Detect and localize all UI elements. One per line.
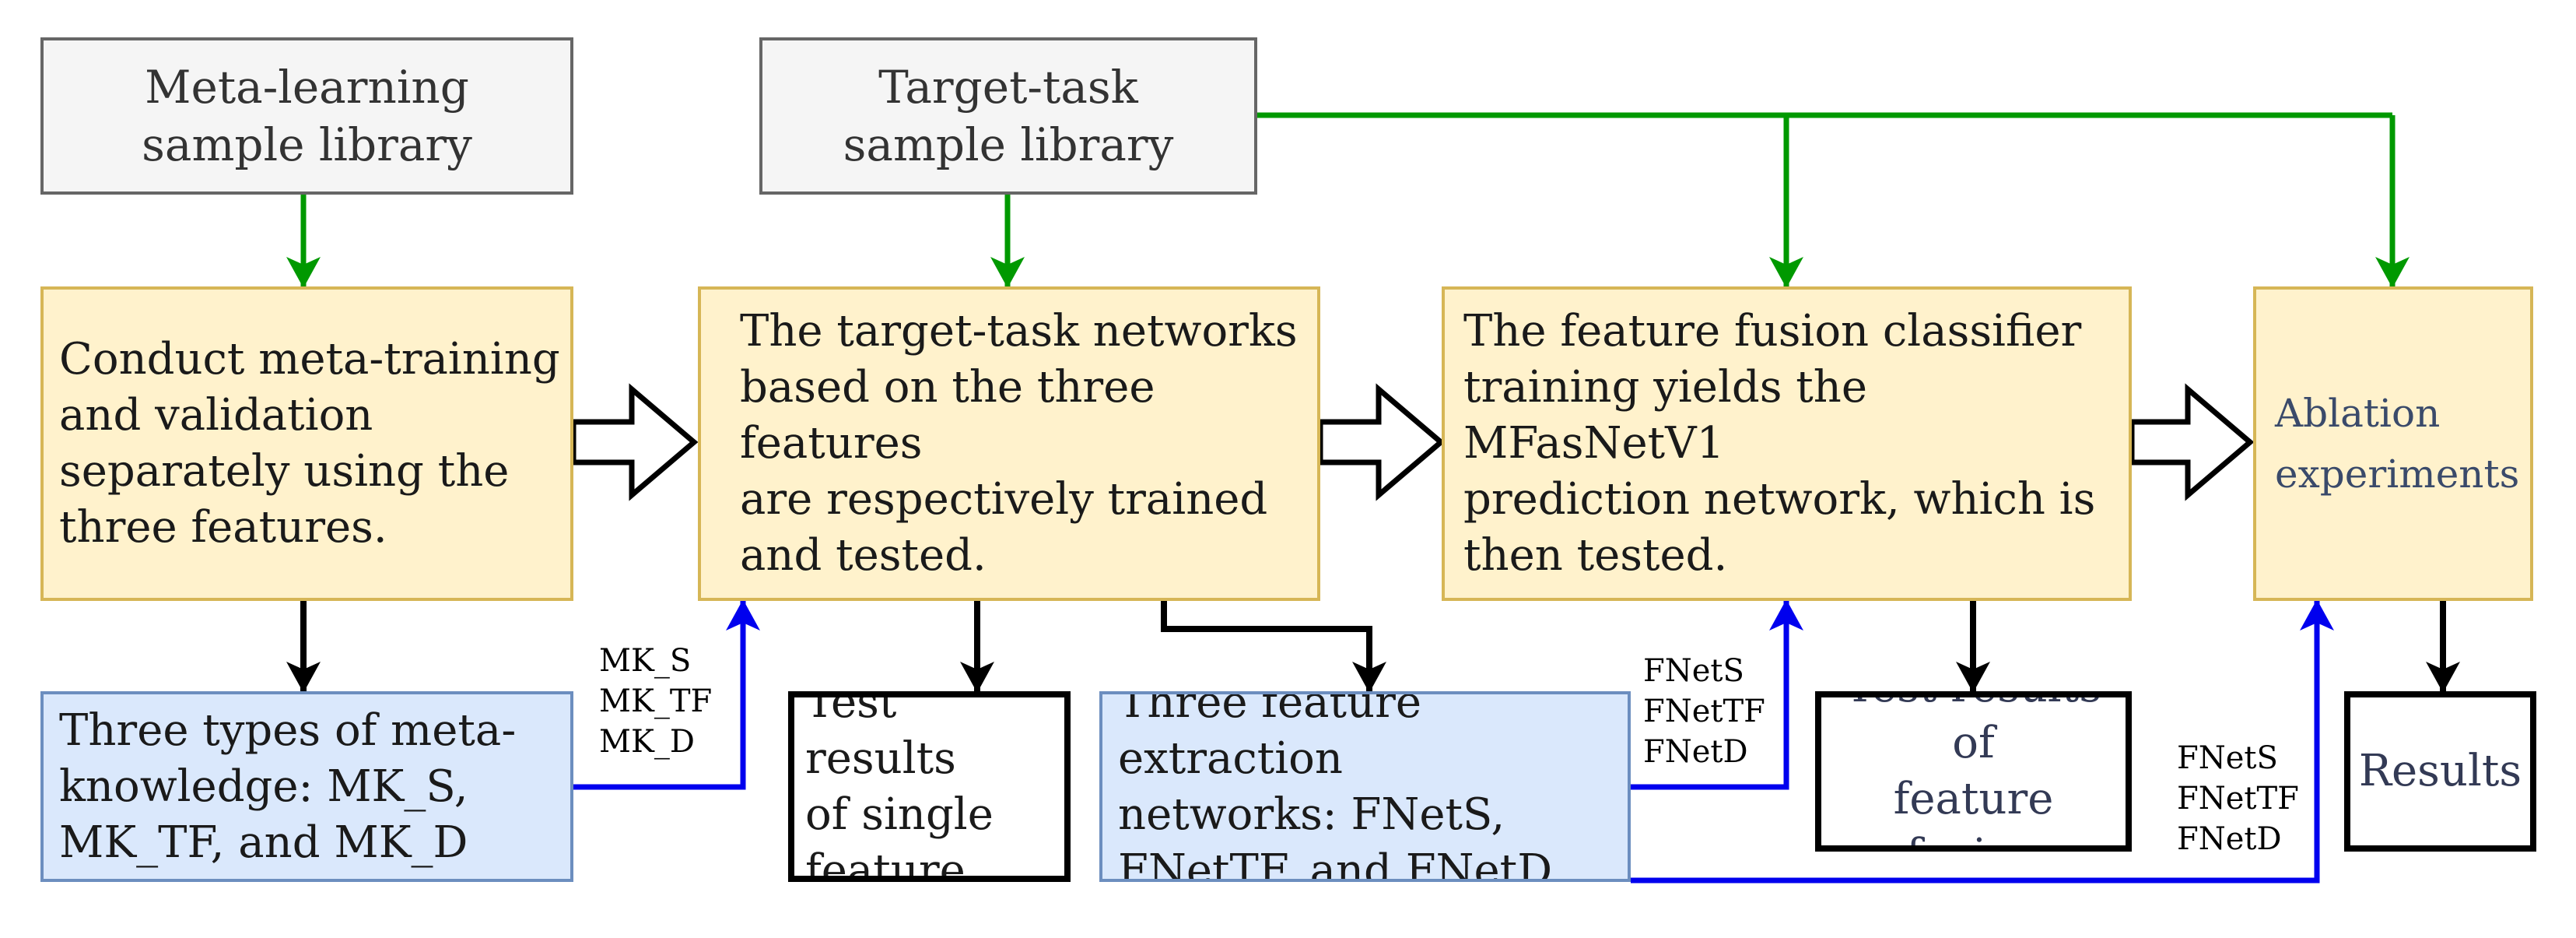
feature-fusion-classifier-box: The feature fusion classifier training y… [1442, 286, 2132, 601]
feature-fusion-classifier-text: The feature fusion classifier training y… [1463, 306, 2096, 581]
meta-knowledge-edge-label: MK_S MK_TF MK_D [599, 643, 713, 760]
feature-extraction-networks-text: Three feature extraction networks: FNetS… [1118, 691, 1553, 882]
blue-arrow-extraction-to-ablation [1631, 599, 2334, 884]
meta-training-box: Conduct meta-training and validation sep… [40, 286, 573, 601]
single-feature-results-box: Test results of single feature. [788, 691, 1071, 882]
feature-extraction-networks-box: Three feature extraction networks: FNetS… [1099, 691, 1631, 882]
target-task-networks-text: The target-task networks based on the th… [740, 306, 1298, 581]
target-task-sample-library-label: Target-task sample library [843, 61, 1174, 171]
blue-arrow-extraction-to-fusion [1631, 599, 1803, 790]
feature-fusion-results-box: Test results of feature fusion [1815, 691, 2132, 852]
blue-arrow-meta-knowledge-to-networks [573, 599, 760, 790]
ablation-experiments-box: Ablation experiments [2253, 286, 2533, 601]
results-box: Results [2344, 691, 2536, 852]
results-text: Results [2358, 746, 2522, 796]
meta-knowledge-box: Three types of meta- knowledge: MK_S, MK… [40, 691, 573, 882]
ablation-experiments-text: Ablation experiments [2275, 391, 2520, 497]
feature-fusion-results-text: Test results of feature fusion [1845, 697, 2101, 845]
meta-learning-sample-library: Meta-learning sample library [40, 37, 573, 195]
black-arrow-networks-to-extraction [1161, 601, 1386, 693]
block-arrow-fusion-to-ablation [2129, 383, 2255, 501]
block-arrow-training-to-networks [570, 383, 699, 501]
block-arrow-networks-to-fusion [1317, 383, 1446, 501]
target-task-sample-library: Target-task sample library [759, 37, 1257, 195]
fnet-to-ablation-edge-label: FNetS FNetTF FNetD [2177, 740, 2299, 857]
single-feature-results-text: Test results of single feature. [805, 691, 994, 882]
fnet-to-fusion-edge-label: FNetS FNetTF FNetD [1643, 653, 1765, 770]
target-task-networks-box: The target-task networks based on the th… [698, 286, 1320, 601]
meta-learning-sample-library-label: Meta-learning sample library [142, 61, 472, 171]
meta-training-text: Conduct meta-training and validation sep… [59, 334, 560, 553]
meta-knowledge-text: Three types of meta- knowledge: MK_S, MK… [59, 704, 517, 868]
